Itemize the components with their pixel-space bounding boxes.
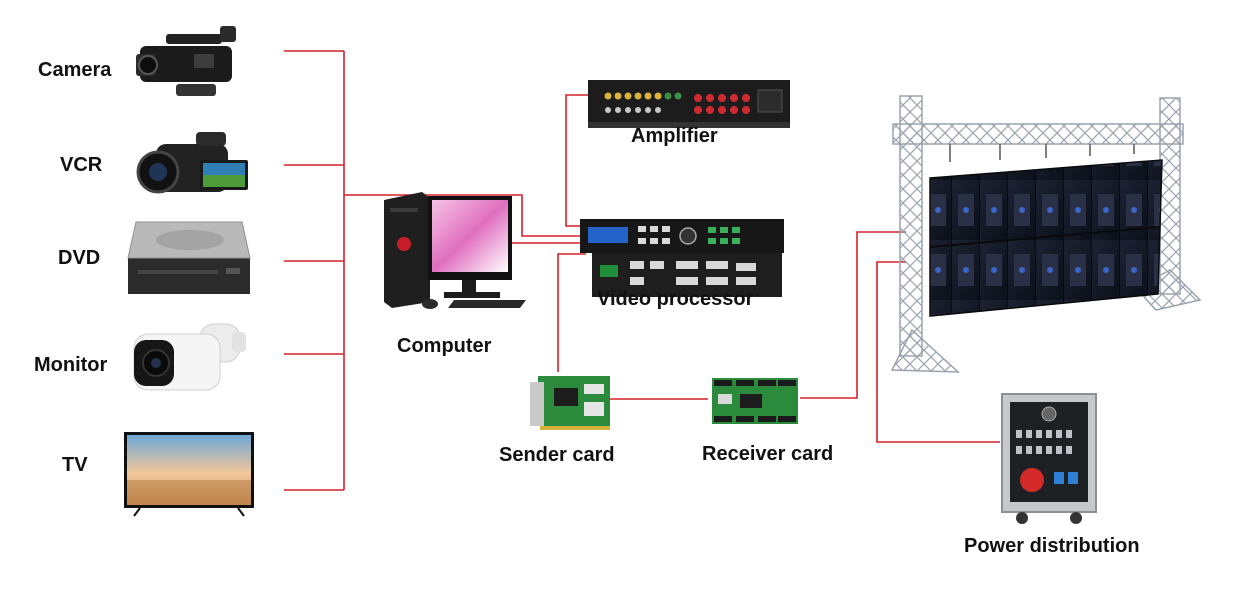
connector-processor-to-sender [557,253,586,372]
video-processor-icon [580,219,784,297]
tv-label: TV [62,454,88,476]
led-screen-truss-icon [890,95,1202,373]
desktop-computer-icon [384,192,526,309]
tv-icon [124,432,254,517]
camcorder-icon [136,26,236,96]
sender-card-icon [530,376,610,430]
connector-bus-to-processor [344,194,580,237]
vcr-label: VCR [60,154,103,176]
receiver-card-icon [712,378,798,424]
sender-card-label: Sender card [499,444,615,466]
connector-lines [284,50,1000,491]
power-distribution-box-icon [1001,393,1097,524]
dvd-label: DVD [58,247,101,269]
dvd-drive-icon [127,221,251,294]
amplifier-label: Amplifier [631,125,718,147]
camera-label: Camera [38,59,112,81]
monitor-label: Monitor [34,354,108,376]
power-distribution-label: Power distribution [964,535,1140,557]
connector-amplifier-to-processor [565,94,588,227]
amplifier-icon [588,80,790,128]
computer-label: Computer [397,335,492,357]
connector-receiver-to-screen [800,231,906,399]
handycam-icon [136,132,248,194]
security-camera-icon [133,323,246,391]
receiver-card-label: Receiver card [702,443,834,465]
connector-power-to-screen [876,261,1000,443]
video-processor-label: Video processor [597,288,754,310]
